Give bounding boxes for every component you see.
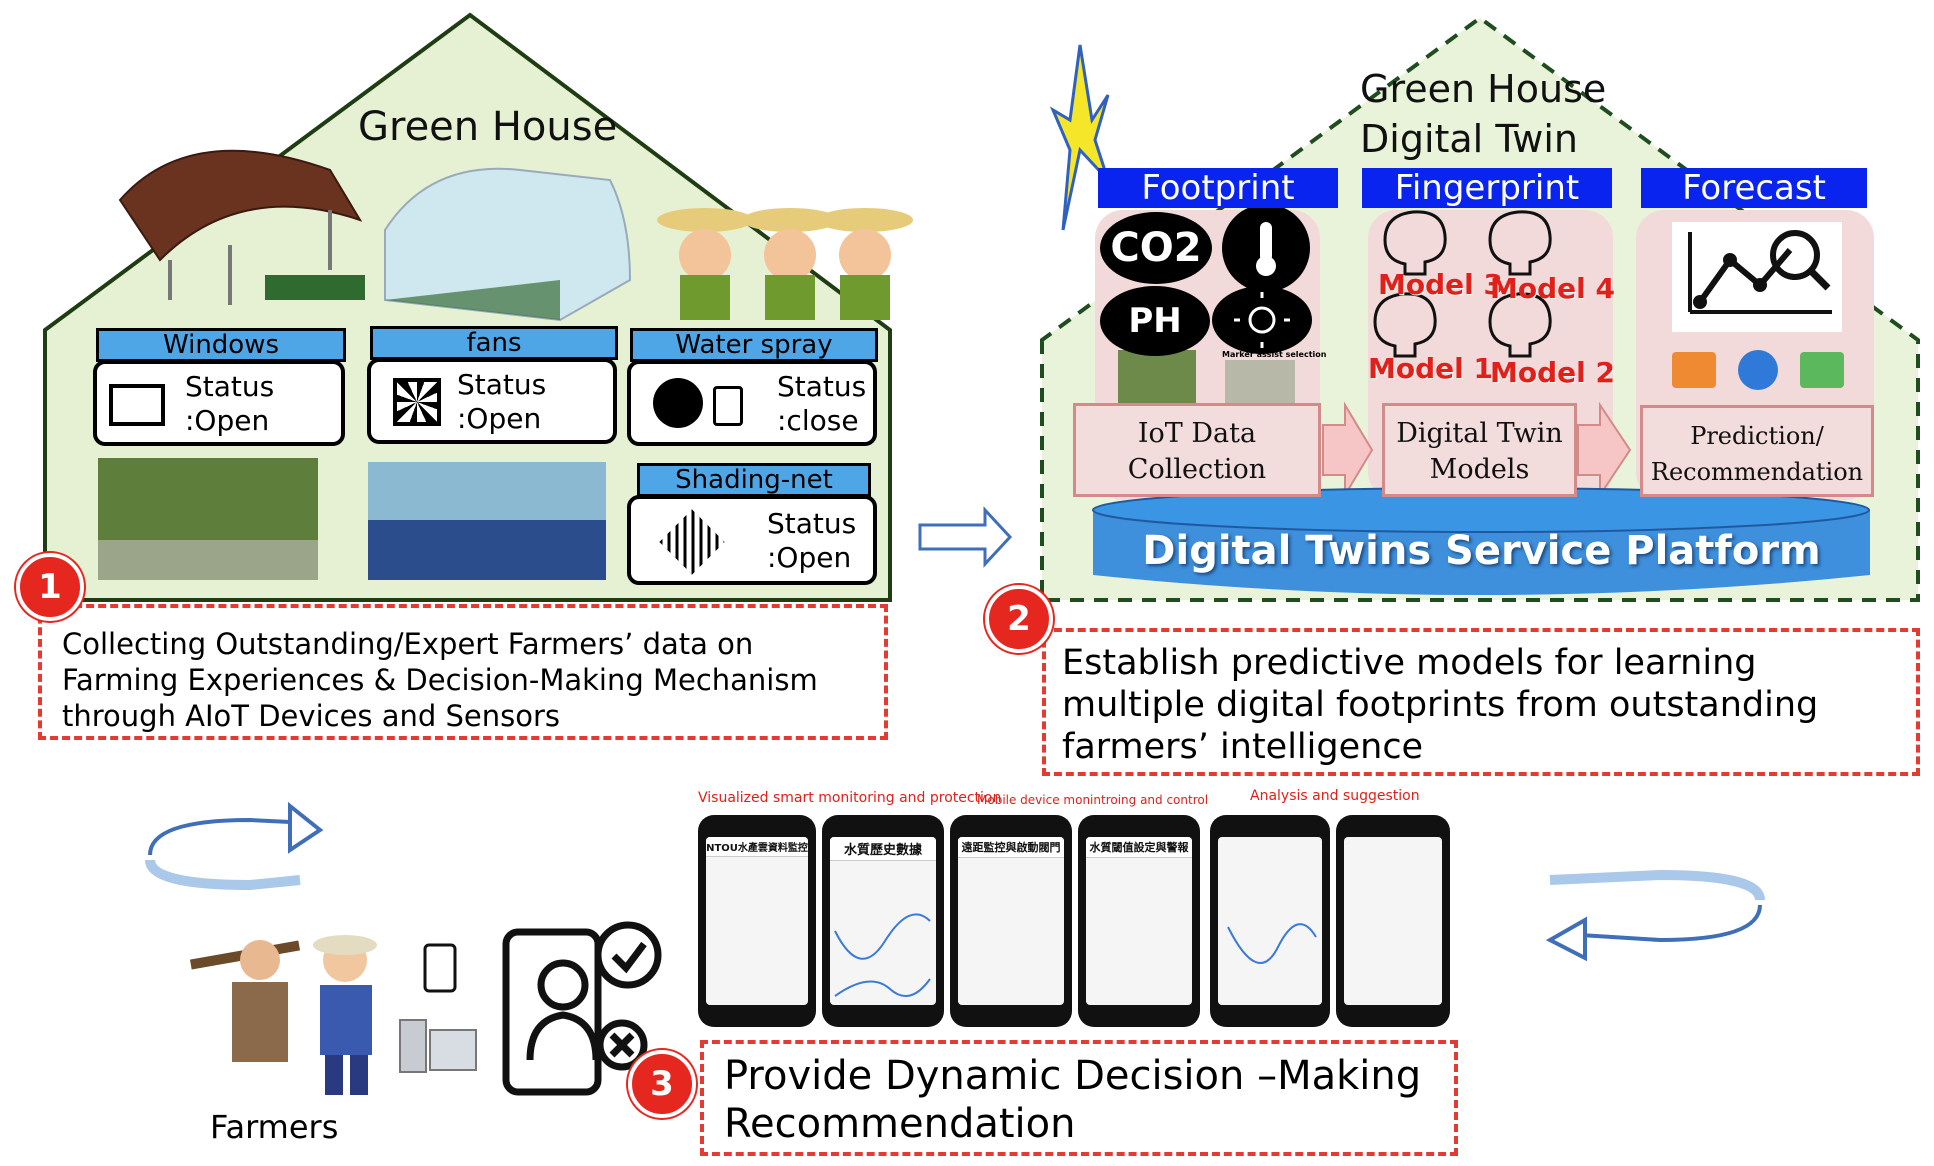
step-3-badge: 3 [628, 1050, 696, 1118]
marker-selection-photo [1225, 360, 1295, 405]
fan-icon [393, 378, 441, 426]
analytics-badge-orange [1672, 352, 1716, 388]
phone-screen-4[interactable]: 水質閾值設定與警報 [1078, 815, 1200, 1027]
phone-screen-3[interactable]: 遠距監控與啟動閥門 [950, 815, 1072, 1027]
farmers-label: Farmers [210, 1108, 339, 1146]
shading-net-status: Status :Open [767, 507, 857, 574]
step-2-box: Establish predictive models for learning… [1042, 628, 1920, 776]
device-tab-windows: Windows [96, 328, 346, 362]
greenhouse-tunnel-illustration [384, 167, 632, 322]
analytics-badge-green [1800, 352, 1844, 388]
window-icon [109, 384, 165, 426]
device-tab-water-spray: Water spray [630, 328, 878, 362]
step-3-box: Provide Dynamic Decision –Making Recomme… [700, 1040, 1458, 1156]
brain-icons [1373, 210, 1552, 358]
step-1-box: Collecting Outstanding/Expert Farmers’ d… [38, 604, 888, 740]
phone-3-title: 遠距監控與啟動閥門 [958, 837, 1064, 858]
windows-status: Status :Open [185, 370, 275, 437]
cycle-arrow-left [145, 801, 324, 891]
cycle-arrow-right [1545, 869, 1765, 962]
caption-mobile-control: Mobile device monintroing and control [977, 793, 1209, 807]
step-1-badge: 1 [16, 553, 84, 621]
light-sensor-icon [1212, 286, 1312, 354]
stage-prediction-recommendation: Prediction/ Recommendation [1640, 405, 1874, 497]
water-spray-status-card[interactable]: Status :close [627, 360, 877, 446]
greenhouse-title: Green House [358, 104, 618, 150]
digital-twin-title: Green House Digital Twin [1360, 64, 1606, 164]
step-2-text: Establish predictive models for learning… [1062, 643, 1819, 767]
phone-screen-2[interactable]: 水質歷史數據 [822, 815, 944, 1027]
leaf-photo [1118, 350, 1196, 405]
phone-screen-6[interactable] [1336, 815, 1450, 1027]
farmers-illustration [657, 208, 913, 320]
analytics-badge-blue [1738, 350, 1778, 390]
phone-decision-icon [502, 921, 662, 1096]
phone-1-title: NTOU水產雲資料監控 [706, 837, 808, 857]
device-tab-fans: fans [370, 326, 618, 360]
windows-status-card[interactable]: Status :Open [93, 360, 345, 446]
step-2-badge: 2 [985, 585, 1053, 653]
phone-screen-1[interactable]: NTOU水產雲資料監控 [698, 815, 816, 1027]
fans-status: Status :Open [457, 368, 547, 435]
digital-twin-title-line1: Green House [1360, 67, 1607, 111]
caption-visualized-monitoring: Visualized smart monitoring and protecti… [698, 790, 1002, 806]
co2-sensor: CO2 [1100, 212, 1212, 284]
stage-iot-data-collection: IoT Data Collection [1073, 403, 1321, 497]
water-spray-icon [653, 378, 703, 428]
ph-sensor: PH [1100, 286, 1210, 356]
farmers-figures-illustration [189, 935, 477, 1095]
model-4-label: Model 4 [1490, 272, 1615, 305]
shading-net-icon [659, 509, 725, 575]
phone-screen-5[interactable] [1210, 815, 1330, 1027]
shading-net-status-card[interactable]: Status :Open [627, 495, 877, 585]
platform-label: Digital Twins Service Platform [1142, 528, 1821, 574]
stage-digital-twin-models: Digital Twin Models [1382, 403, 1577, 497]
sprayer-icon [713, 386, 743, 426]
phone-4-title: 水質閾值設定與警報 [1086, 837, 1192, 858]
tab-footprint: Footprint [1098, 168, 1338, 208]
tab-fingerprint: Fingerprint [1362, 168, 1612, 208]
phone-2-title: 水質歷史數據 [830, 837, 936, 861]
stage-arrow-1 [1322, 401, 1374, 499]
shade-structure-illustration [118, 149, 365, 305]
device-tab-shading-net: Shading-net [637, 463, 871, 497]
marker-caption: Marker assist selection [1222, 350, 1327, 359]
model-1-label: Model 1 [1368, 352, 1493, 385]
platform-cylinder [1093, 510, 1870, 595]
flow-arrow-right [918, 506, 1013, 568]
water-spray-status: Status :close [777, 370, 867, 437]
digital-twin-title-line2: Digital Twin [1360, 117, 1578, 161]
star-icon [1049, 44, 1110, 231]
stage-arrow-2 [1577, 401, 1632, 499]
model-3-label: Model 3 [1378, 268, 1503, 301]
fans-status-card[interactable]: Status :Open [367, 358, 617, 444]
step-1-text: Collecting Outstanding/Expert Farmers’ d… [62, 627, 818, 733]
model-2-label: Model 2 [1490, 356, 1615, 389]
tab-forecast: Forecast [1641, 168, 1867, 208]
step-3-text: Provide Dynamic Decision –Making Recomme… [724, 1053, 1422, 1147]
caption-analysis: Analysis and suggestion [1250, 788, 1420, 804]
